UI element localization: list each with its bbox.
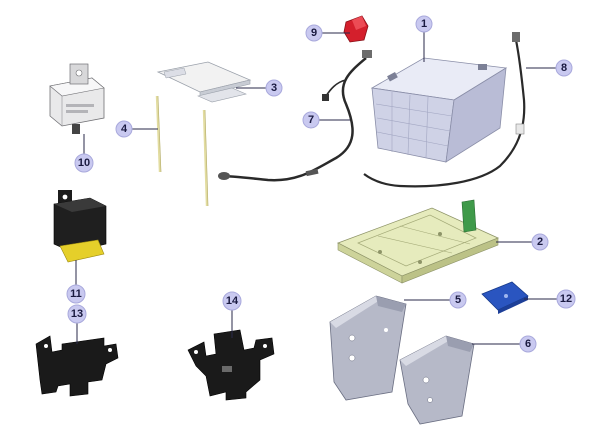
callout-8: 8 [555,59,573,77]
callout-5-label: 5 [455,294,461,306]
callout-12-label: 12 [560,293,572,305]
blue-mounting-clip[interactable] [481,281,529,314]
battery-tray[interactable] [337,199,500,284]
callout-11-label: 11 [70,288,82,300]
callout-2-label: 2 [537,236,543,248]
positive-battery-cable[interactable] [218,50,372,182]
tray-support-bracket-5[interactable] [329,295,407,401]
battery[interactable] [370,57,508,163]
callout-13-label: 13 [71,308,83,320]
negative-battery-cable[interactable] [363,32,526,188]
relay-mounting-bracket-14[interactable] [187,329,275,401]
callout-1: 1 [415,15,433,33]
callout-9-label: 9 [311,27,317,39]
relay-mounting-bracket-13[interactable] [35,335,119,397]
tray-support-bracket-6[interactable] [399,335,475,425]
callout-14: 14 [222,291,242,311]
callout-5: 5 [449,291,467,309]
callout-12: 12 [556,289,576,309]
callout-11: 11 [66,284,86,304]
callout-3-label: 3 [271,82,277,94]
callout-10: 10 [74,153,94,173]
callout-4-label: 4 [121,123,128,135]
callout-6: 6 [519,335,537,353]
callout-9: 9 [305,24,323,42]
callout-13: 13 [67,304,87,324]
callout-8-label: 8 [561,62,567,74]
callout-7: 7 [302,111,320,129]
positive-terminal-cover[interactable] [343,15,369,43]
callout-4: 4 [115,120,133,138]
callout-14-label: 14 [226,295,239,307]
hold-down-rods[interactable] [155,95,209,207]
callout-1-label: 1 [421,18,427,30]
callout-3: 3 [265,79,283,97]
callout-6-label: 6 [525,338,531,350]
callout-2: 2 [531,233,549,251]
callout-7-label: 7 [308,114,314,126]
battery-hold-down-clamp[interactable] [156,61,252,103]
leader-lines [75,31,557,345]
relay-10[interactable] [49,63,105,134]
relay-11[interactable] [53,190,107,263]
callout-10-label: 10 [78,157,90,169]
